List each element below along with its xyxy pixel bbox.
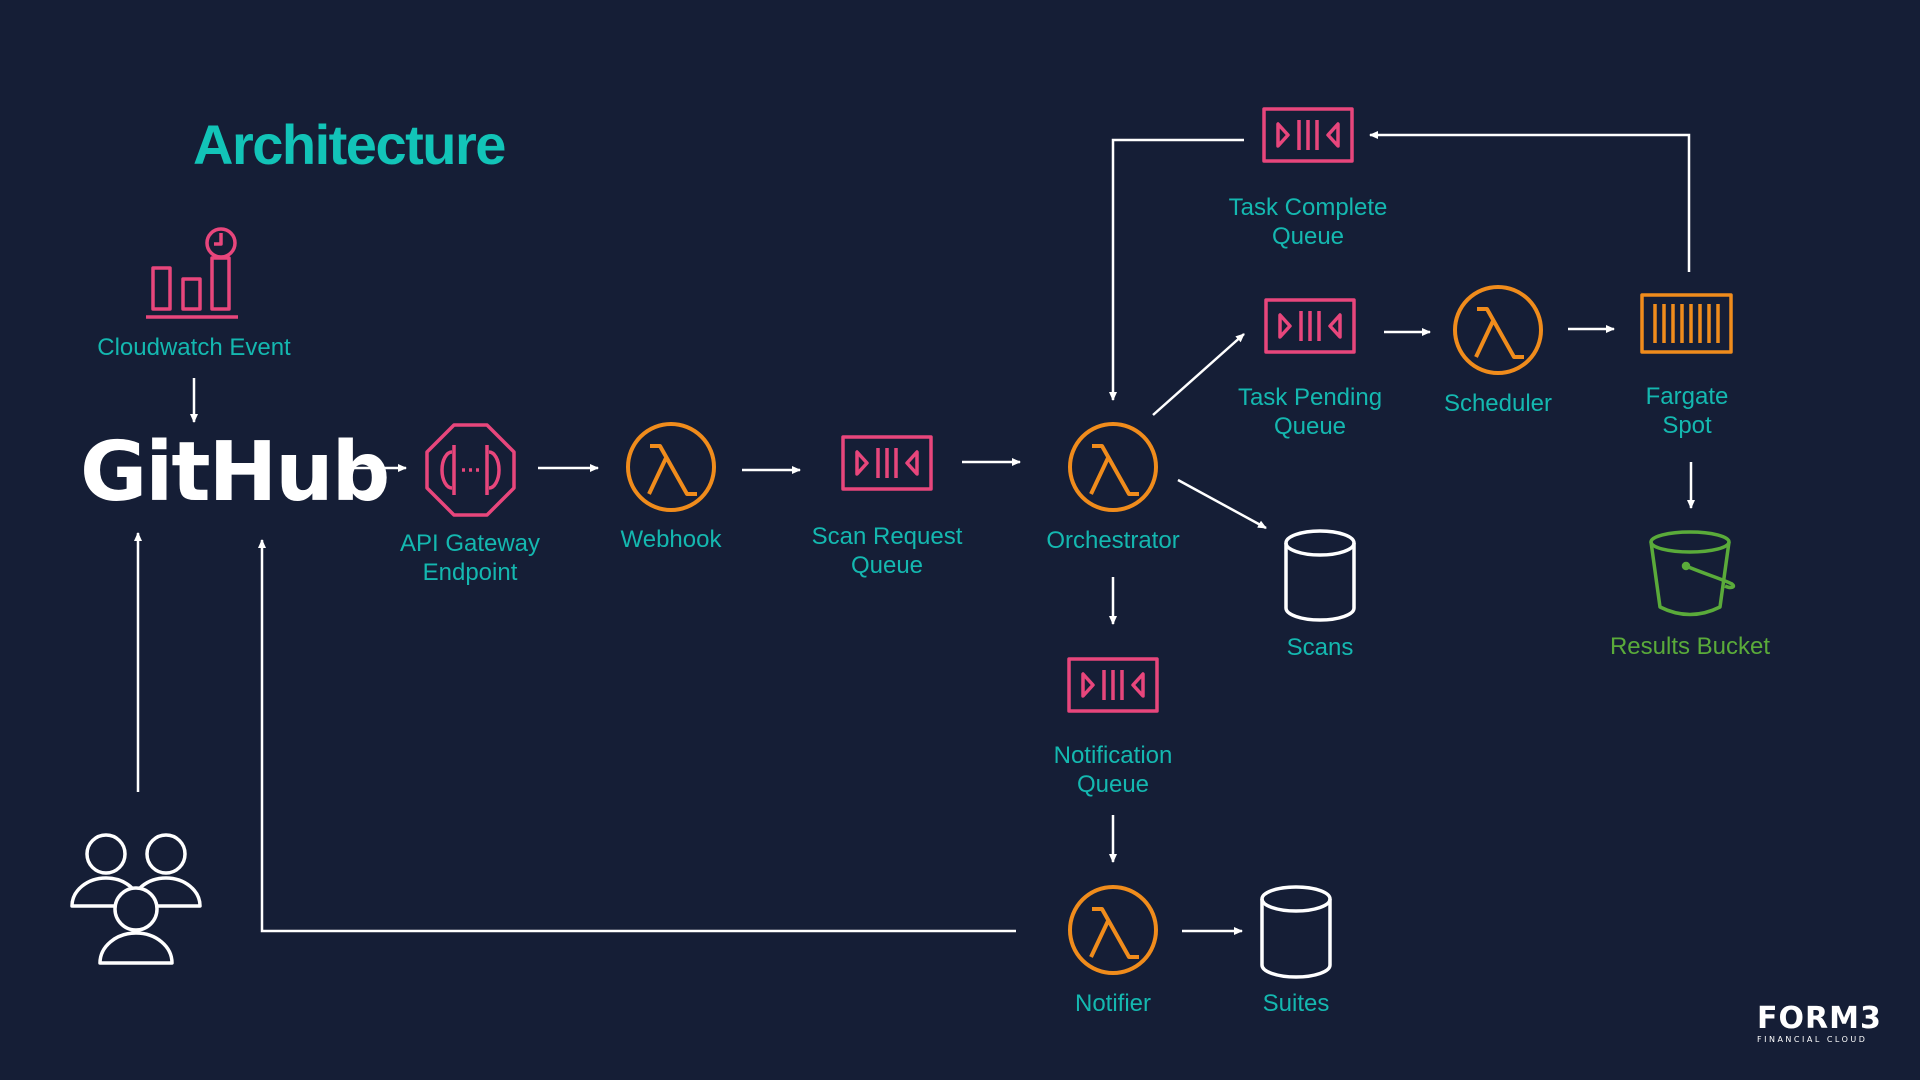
task-complete-queue-label: Task Complete Queue	[1228, 194, 1388, 250]
results-bucket-label: Results Bucket	[1609, 633, 1771, 660]
arrow-task-complete-to-orchestrator	[1109, 138, 1244, 401]
database-icon	[1284, 529, 1356, 622]
scan-request-queue-label: Scan Request Queue	[811, 523, 963, 579]
brand-tagline: FINANCIAL CLOUD	[1757, 1035, 1868, 1044]
github-logo: GitHub	[80, 425, 390, 520]
database-icon	[1260, 885, 1332, 979]
fargate-icon	[1640, 293, 1733, 354]
api-gateway-icon	[425, 423, 516, 517]
arrow-notifier-to-github	[258, 539, 1016, 933]
arrow-orchestrator-to-scans	[1177, 478, 1267, 530]
users-icon	[70, 833, 202, 965]
api-gateway-label: API Gateway Endpoint	[399, 530, 541, 586]
suites-label: Suites	[1262, 990, 1330, 1017]
notification-queue-label: Notification Queue	[1053, 742, 1173, 798]
lambda-icon	[626, 422, 716, 512]
arrow-orchestrator-to-task-pending	[1152, 333, 1245, 416]
page-title: Architecture	[193, 113, 506, 176]
orchestrator-label: Orchestrator	[1046, 527, 1180, 554]
brand-name: FORM3	[1757, 1001, 1882, 1036]
sqs-queue-icon	[1262, 107, 1354, 163]
webhook-label: Webhook	[620, 526, 722, 553]
sqs-queue-icon	[841, 435, 933, 491]
notifier-label: Notifier	[1074, 990, 1152, 1017]
sqs-queue-icon	[1067, 657, 1159, 713]
lambda-icon	[1453, 285, 1543, 375]
cloudwatch-event-icon	[146, 227, 238, 319]
fargate-spot-label: Fargate Spot	[1645, 383, 1729, 439]
scheduler-label: Scheduler	[1443, 390, 1553, 417]
s3-bucket-icon	[1649, 530, 1736, 617]
arrow-fargate-to-task-complete	[1369, 131, 1691, 272]
sqs-queue-icon	[1264, 298, 1356, 354]
lambda-icon	[1068, 422, 1158, 512]
scans-label: Scans	[1286, 634, 1354, 661]
lambda-icon	[1068, 885, 1158, 975]
cloudwatch-event-label: Cloudwatch Event	[97, 334, 291, 361]
task-pending-queue-label: Task Pending Queue	[1237, 384, 1383, 440]
form3-logo: FORM3 FINANCIAL CLOUD	[1757, 1003, 1882, 1045]
